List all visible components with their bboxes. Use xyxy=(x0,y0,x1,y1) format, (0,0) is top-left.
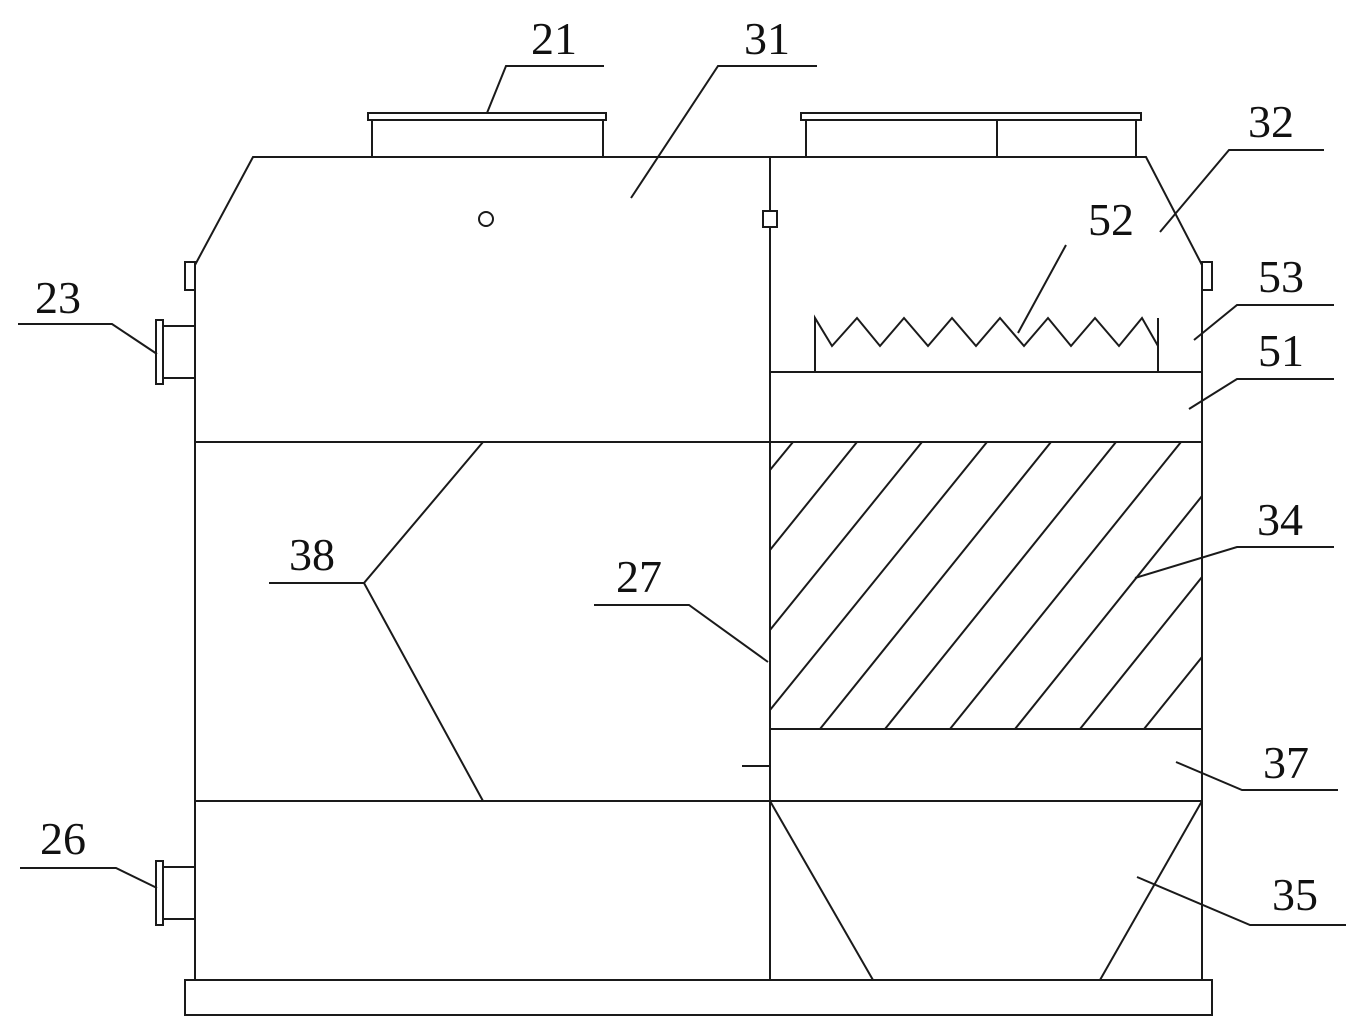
label-31: 31 xyxy=(744,13,790,64)
label-27: 27 xyxy=(616,551,662,602)
collection-hopper xyxy=(769,800,874,981)
right-lug xyxy=(1201,261,1213,291)
top-outlet-flange-left xyxy=(367,112,607,121)
top-outlet-body-left xyxy=(371,120,604,158)
outlet-flange-26 xyxy=(155,860,164,926)
label-37: 37 xyxy=(1263,737,1309,788)
inlet-nozzle-23 xyxy=(162,325,196,379)
collection-hopper-right xyxy=(1099,800,1203,981)
label-32: 32 xyxy=(1248,96,1294,147)
label-52: 52 xyxy=(1088,194,1134,245)
partition-square-fitting xyxy=(762,210,778,228)
label-38: 38 xyxy=(289,529,335,580)
sight-hole xyxy=(478,211,494,227)
left-lug xyxy=(184,261,196,291)
housing-outline xyxy=(194,156,1203,980)
label-23: 23 xyxy=(35,272,81,323)
label-26: 26 xyxy=(40,813,86,864)
label-35: 35 xyxy=(1272,869,1318,920)
top-outlet-body-right xyxy=(805,120,1137,158)
label-21: 21 xyxy=(531,13,577,64)
deflector-plate xyxy=(362,441,484,802)
label-53: 53 xyxy=(1258,251,1304,302)
leader-lines xyxy=(18,65,1346,926)
packing-hatch xyxy=(769,441,1203,730)
top-outlet-flange-right xyxy=(800,112,1142,121)
inlet-flange-23 xyxy=(155,319,164,385)
base-plate xyxy=(184,979,1213,1016)
outlet-nozzle-26 xyxy=(162,866,196,920)
label-34: 34 xyxy=(1257,494,1303,545)
zigzag-demister xyxy=(814,314,1159,372)
label-51: 51 xyxy=(1258,325,1304,376)
